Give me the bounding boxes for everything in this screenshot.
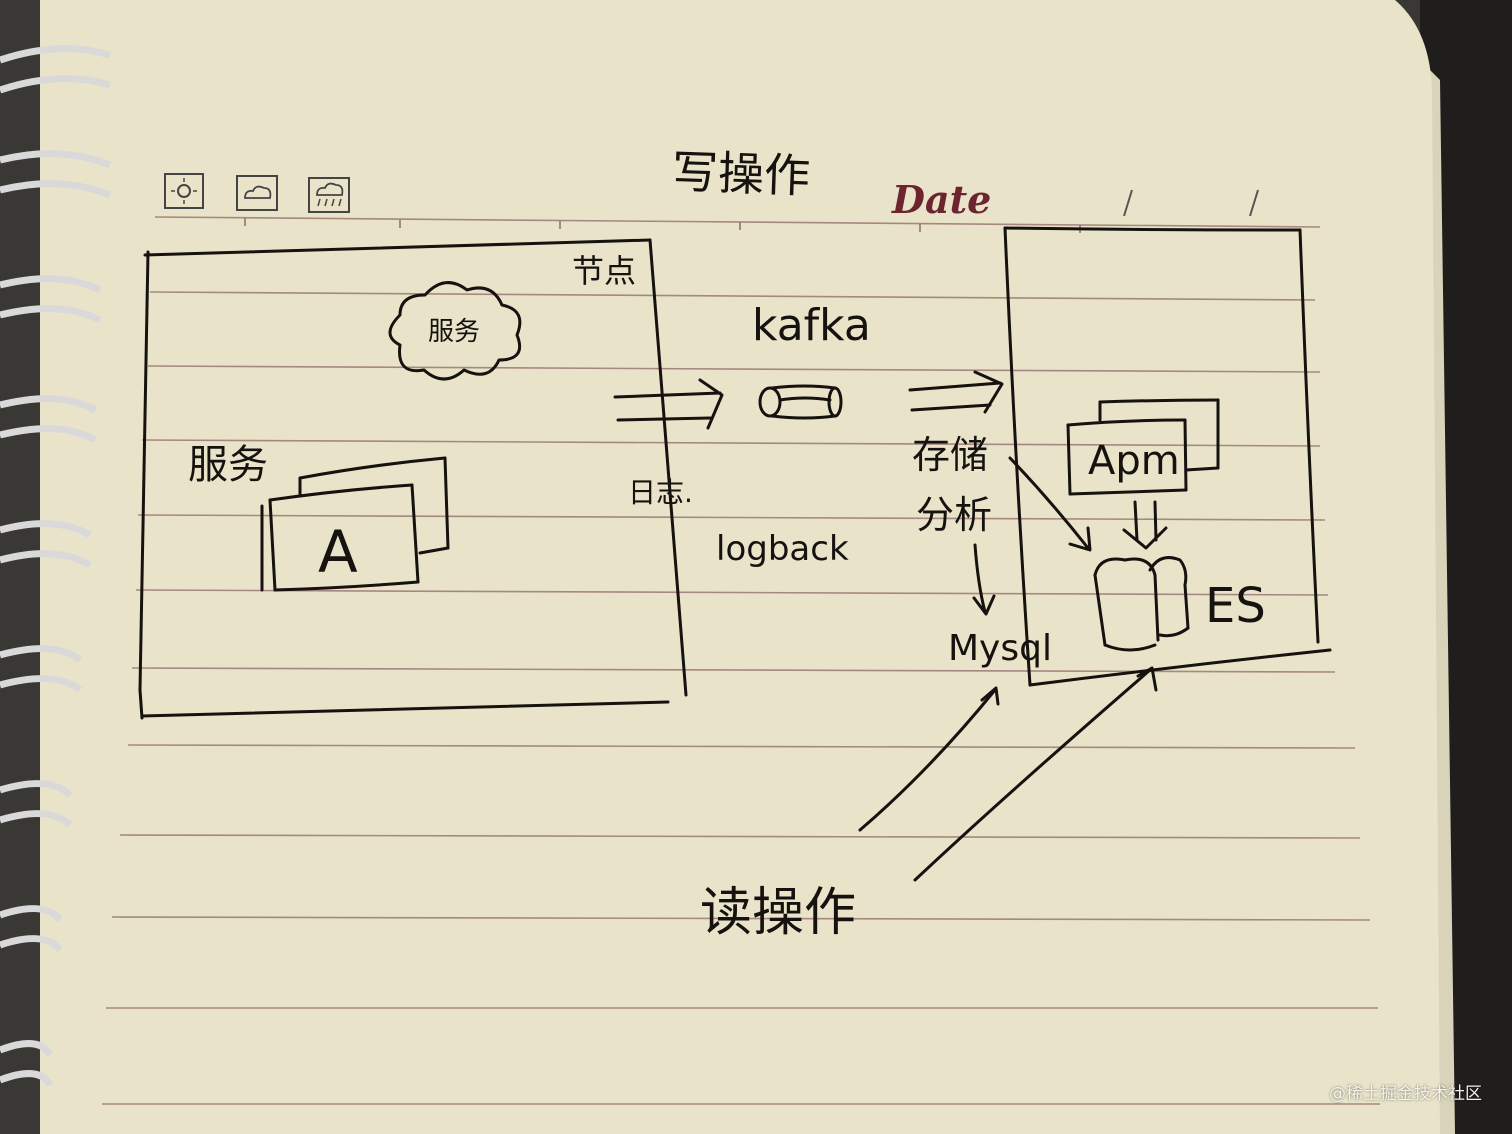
storage-box bbox=[1003, 226, 1332, 687]
arrow-to-mysql bbox=[972, 543, 996, 616]
cloud-icon bbox=[236, 175, 278, 211]
arrow-to-storage bbox=[908, 370, 1004, 414]
weather-icons bbox=[164, 173, 350, 213]
apm-label: Apm bbox=[1088, 438, 1180, 484]
date-label: Date bbox=[891, 177, 991, 222]
read-title: 读操作 bbox=[700, 883, 856, 943]
ruled-lines bbox=[102, 216, 1380, 1105]
analyze-label: 分析 bbox=[916, 493, 992, 537]
apm-box-stack bbox=[1066, 398, 1220, 496]
app-box-stack bbox=[260, 456, 450, 592]
node-box bbox=[138, 238, 688, 720]
arrow-to-kafka bbox=[613, 378, 724, 430]
cloud-icon bbox=[388, 281, 522, 381]
node-label: 节点 bbox=[572, 252, 636, 290]
store-label: 存储 bbox=[912, 433, 988, 477]
watermark: @稀土掘金技术社区 bbox=[1329, 1084, 1482, 1104]
log-label: 日志. bbox=[628, 476, 693, 509]
rain-icon bbox=[308, 177, 350, 213]
header-ticks bbox=[244, 218, 1081, 233]
app-box-label: A bbox=[318, 518, 358, 586]
write-title: 写操作 bbox=[671, 144, 811, 203]
es-label: ES bbox=[1205, 578, 1266, 634]
logback-label: logback bbox=[716, 529, 849, 569]
arrow-store-to-es bbox=[1008, 456, 1092, 552]
es-database-icon bbox=[1093, 556, 1190, 652]
mysql-label: Mysql bbox=[948, 628, 1052, 669]
spiral-binding bbox=[0, 45, 112, 1087]
paper bbox=[40, 0, 1440, 1134]
kafka-queue-icon bbox=[758, 384, 843, 420]
read-arrows bbox=[858, 666, 1158, 882]
cloud-label: 服务 bbox=[428, 317, 480, 347]
date-slashes bbox=[1123, 189, 1259, 217]
arrow-apm-to-es bbox=[1122, 500, 1168, 550]
kafka-label: kafka bbox=[752, 300, 871, 351]
service-label: 服务 bbox=[188, 442, 268, 488]
sun-icon bbox=[164, 173, 204, 209]
